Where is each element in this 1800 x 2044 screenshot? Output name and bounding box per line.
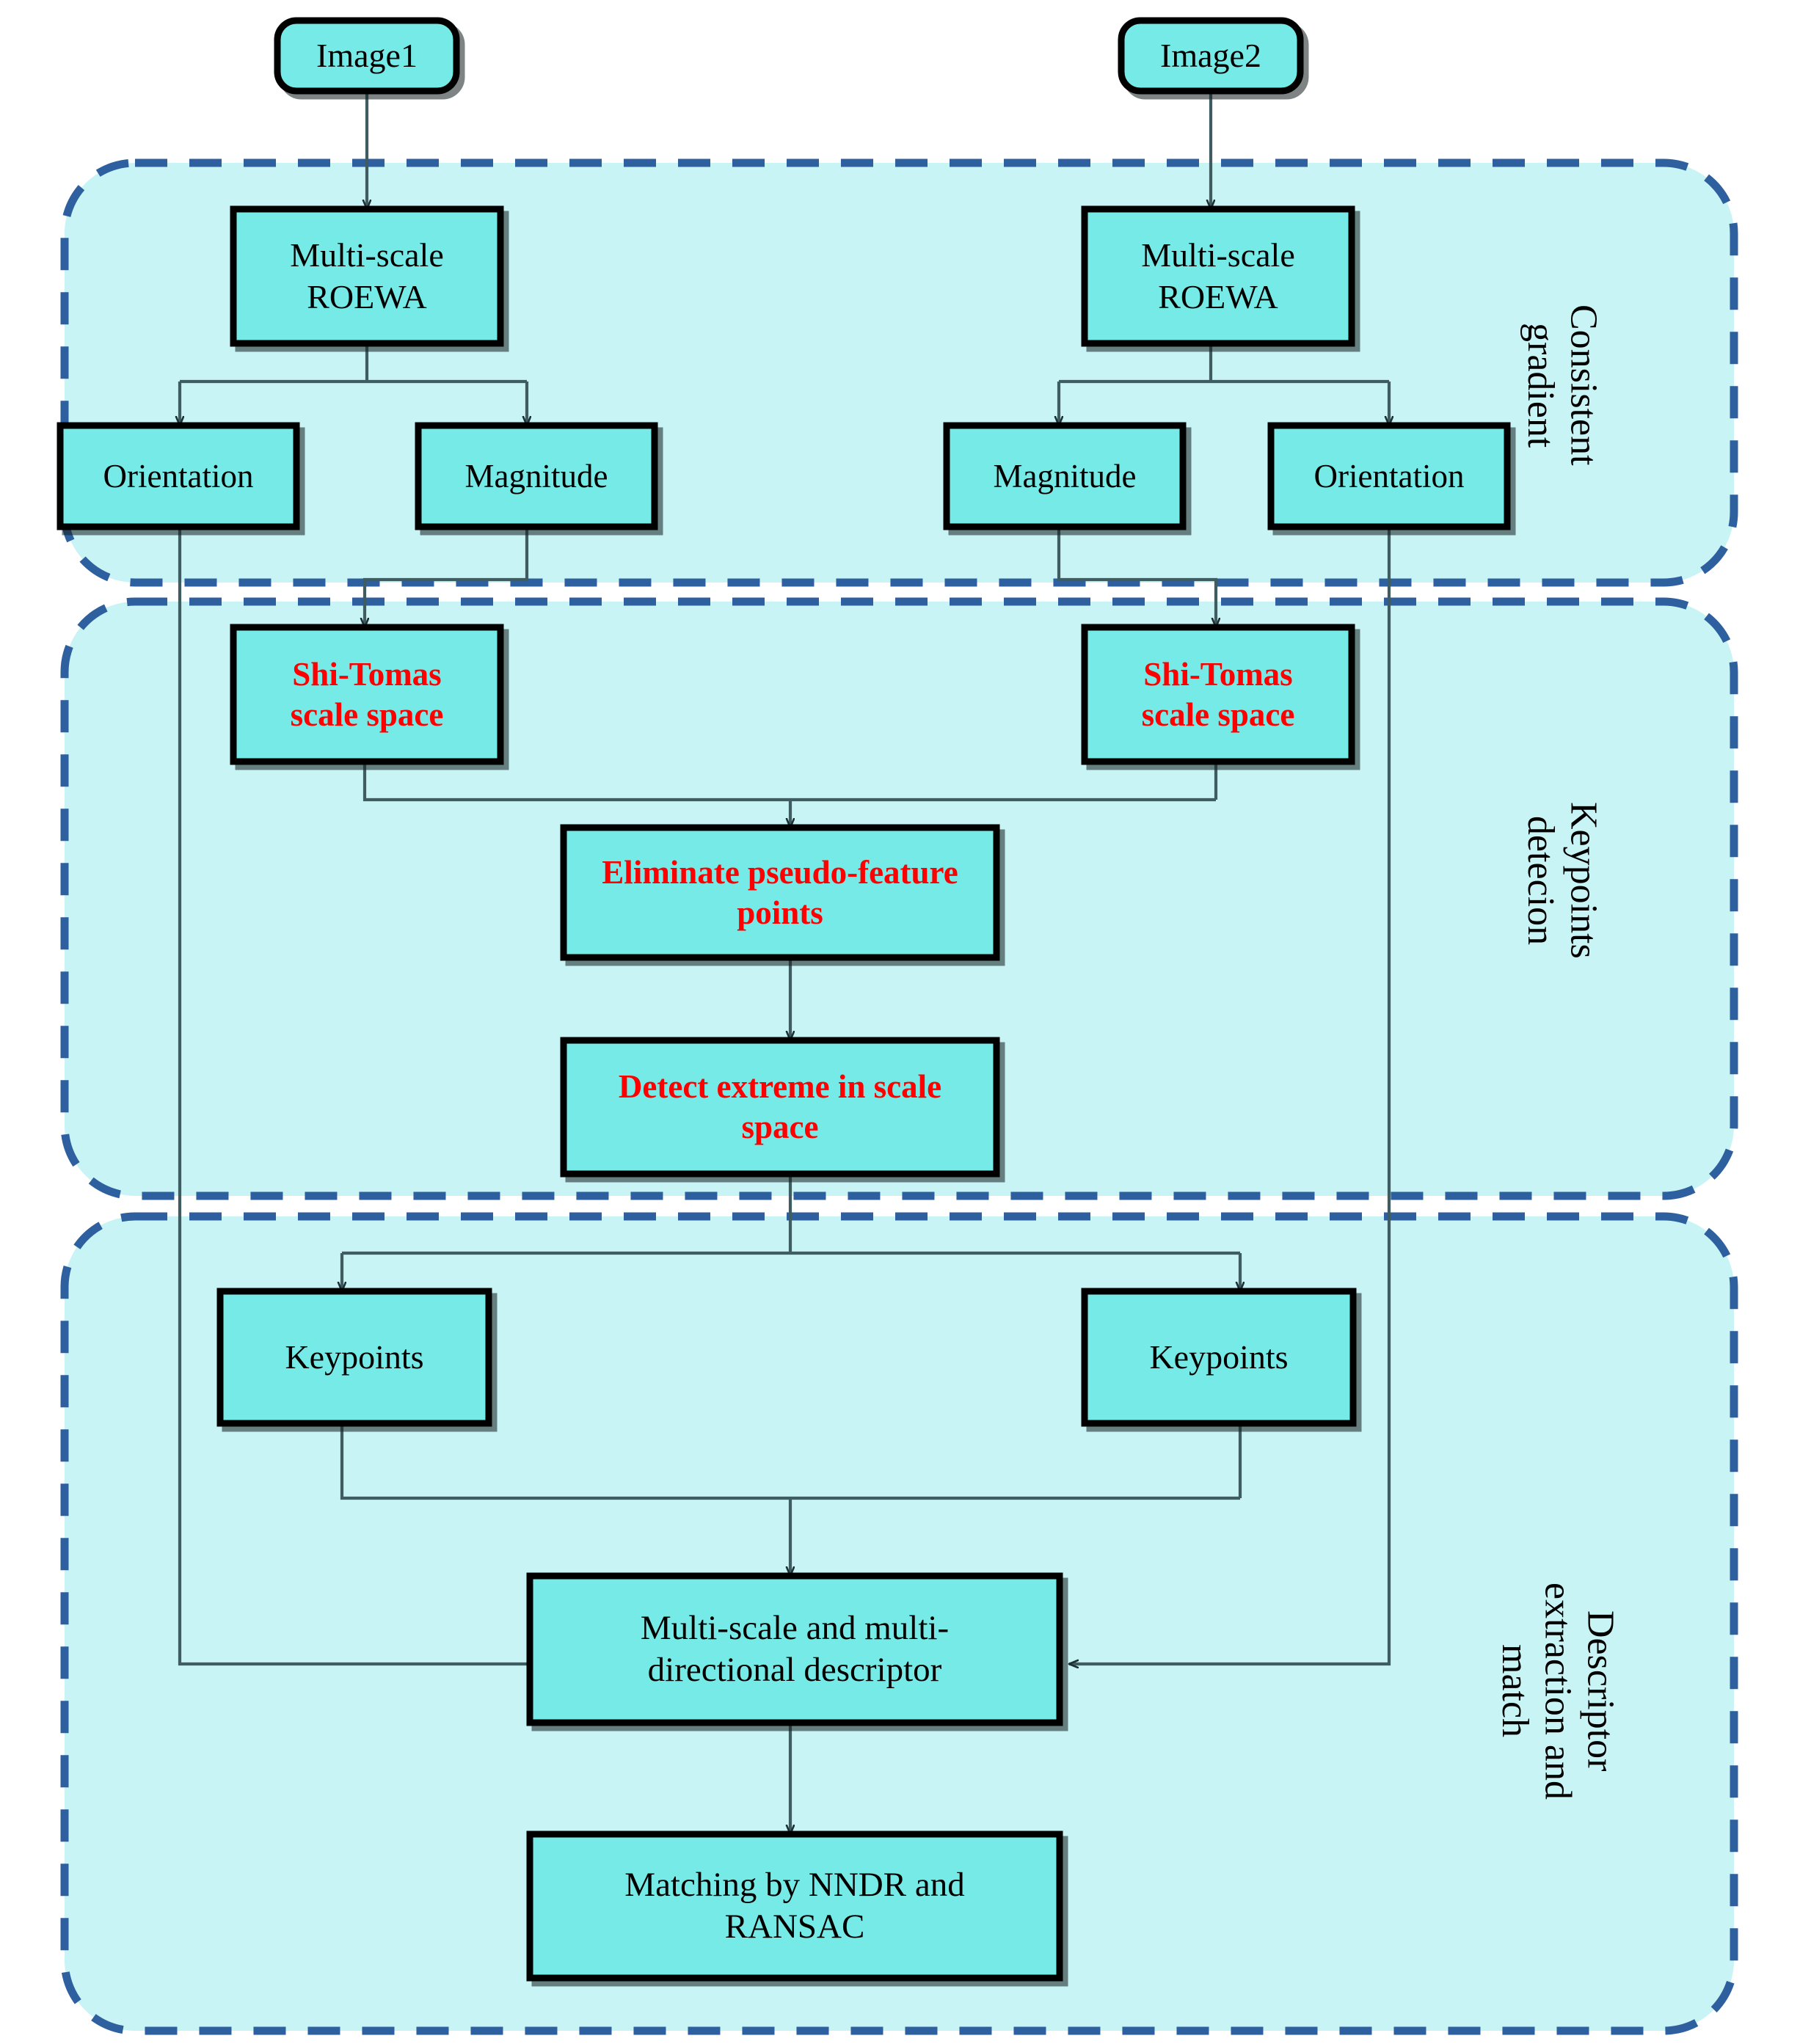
panel3-line3: match [1494,1644,1537,1738]
connector-orientation-right-to-descriptor [1069,527,1391,1664]
connector-detect-to-keypoints [342,1174,1240,1291]
node-keypoints-left-shape [216,1288,492,1427]
connector-roewa-left-split [180,343,527,426]
connector-roewa-right-split [1059,343,1389,426]
connector-magnitude-left-to-shi-tomas [365,527,529,627]
node-shi-tomas-right-shape [1081,624,1355,765]
node-orientation-right-shape [1267,422,1511,530]
panel1-line1: Consistent [1562,304,1605,466]
node-keypoints-right-shape [1081,1288,1357,1427]
connector-shi-tomas-merge [362,762,1218,828]
panel2-line2: detecion [1520,815,1562,946]
node-image1-shape [274,17,460,95]
node-magnitude-left-shape [415,422,658,530]
node-roewa-left-shape [230,205,504,347]
node-shi-tomas-left-shape [230,624,504,765]
node-descriptor-shape [526,1572,1063,1726]
panel-consistent-gradient-label: Consistent gradient [1519,213,1604,558]
node-detect-extreme-shape [560,1037,1000,1178]
node-magnitude-right-shape [943,422,1187,530]
panel-descriptor-match-label: Descriptor extraction and match [1493,1453,1622,1930]
panel3-line1: Descriptor [1579,1610,1622,1772]
connector-keypoints-merge [340,1423,1242,1576]
connector-magnitude-right-to-shi-tomas [1057,527,1216,627]
node-matching-shape [526,1831,1063,1982]
node-orientation-left-shape [57,422,300,530]
node-roewa-right-shape [1081,205,1355,347]
panel2-line1: Keypoints [1562,802,1605,959]
panel3-line2: extraction and [1537,1583,1579,1800]
panel1-line2: gradient [1520,322,1562,448]
panel-keypoints-detection-label: Keypoints detecion [1519,697,1604,1064]
node-image2-shape [1118,17,1304,95]
node-eliminate-pseudo-shape [560,824,1000,961]
